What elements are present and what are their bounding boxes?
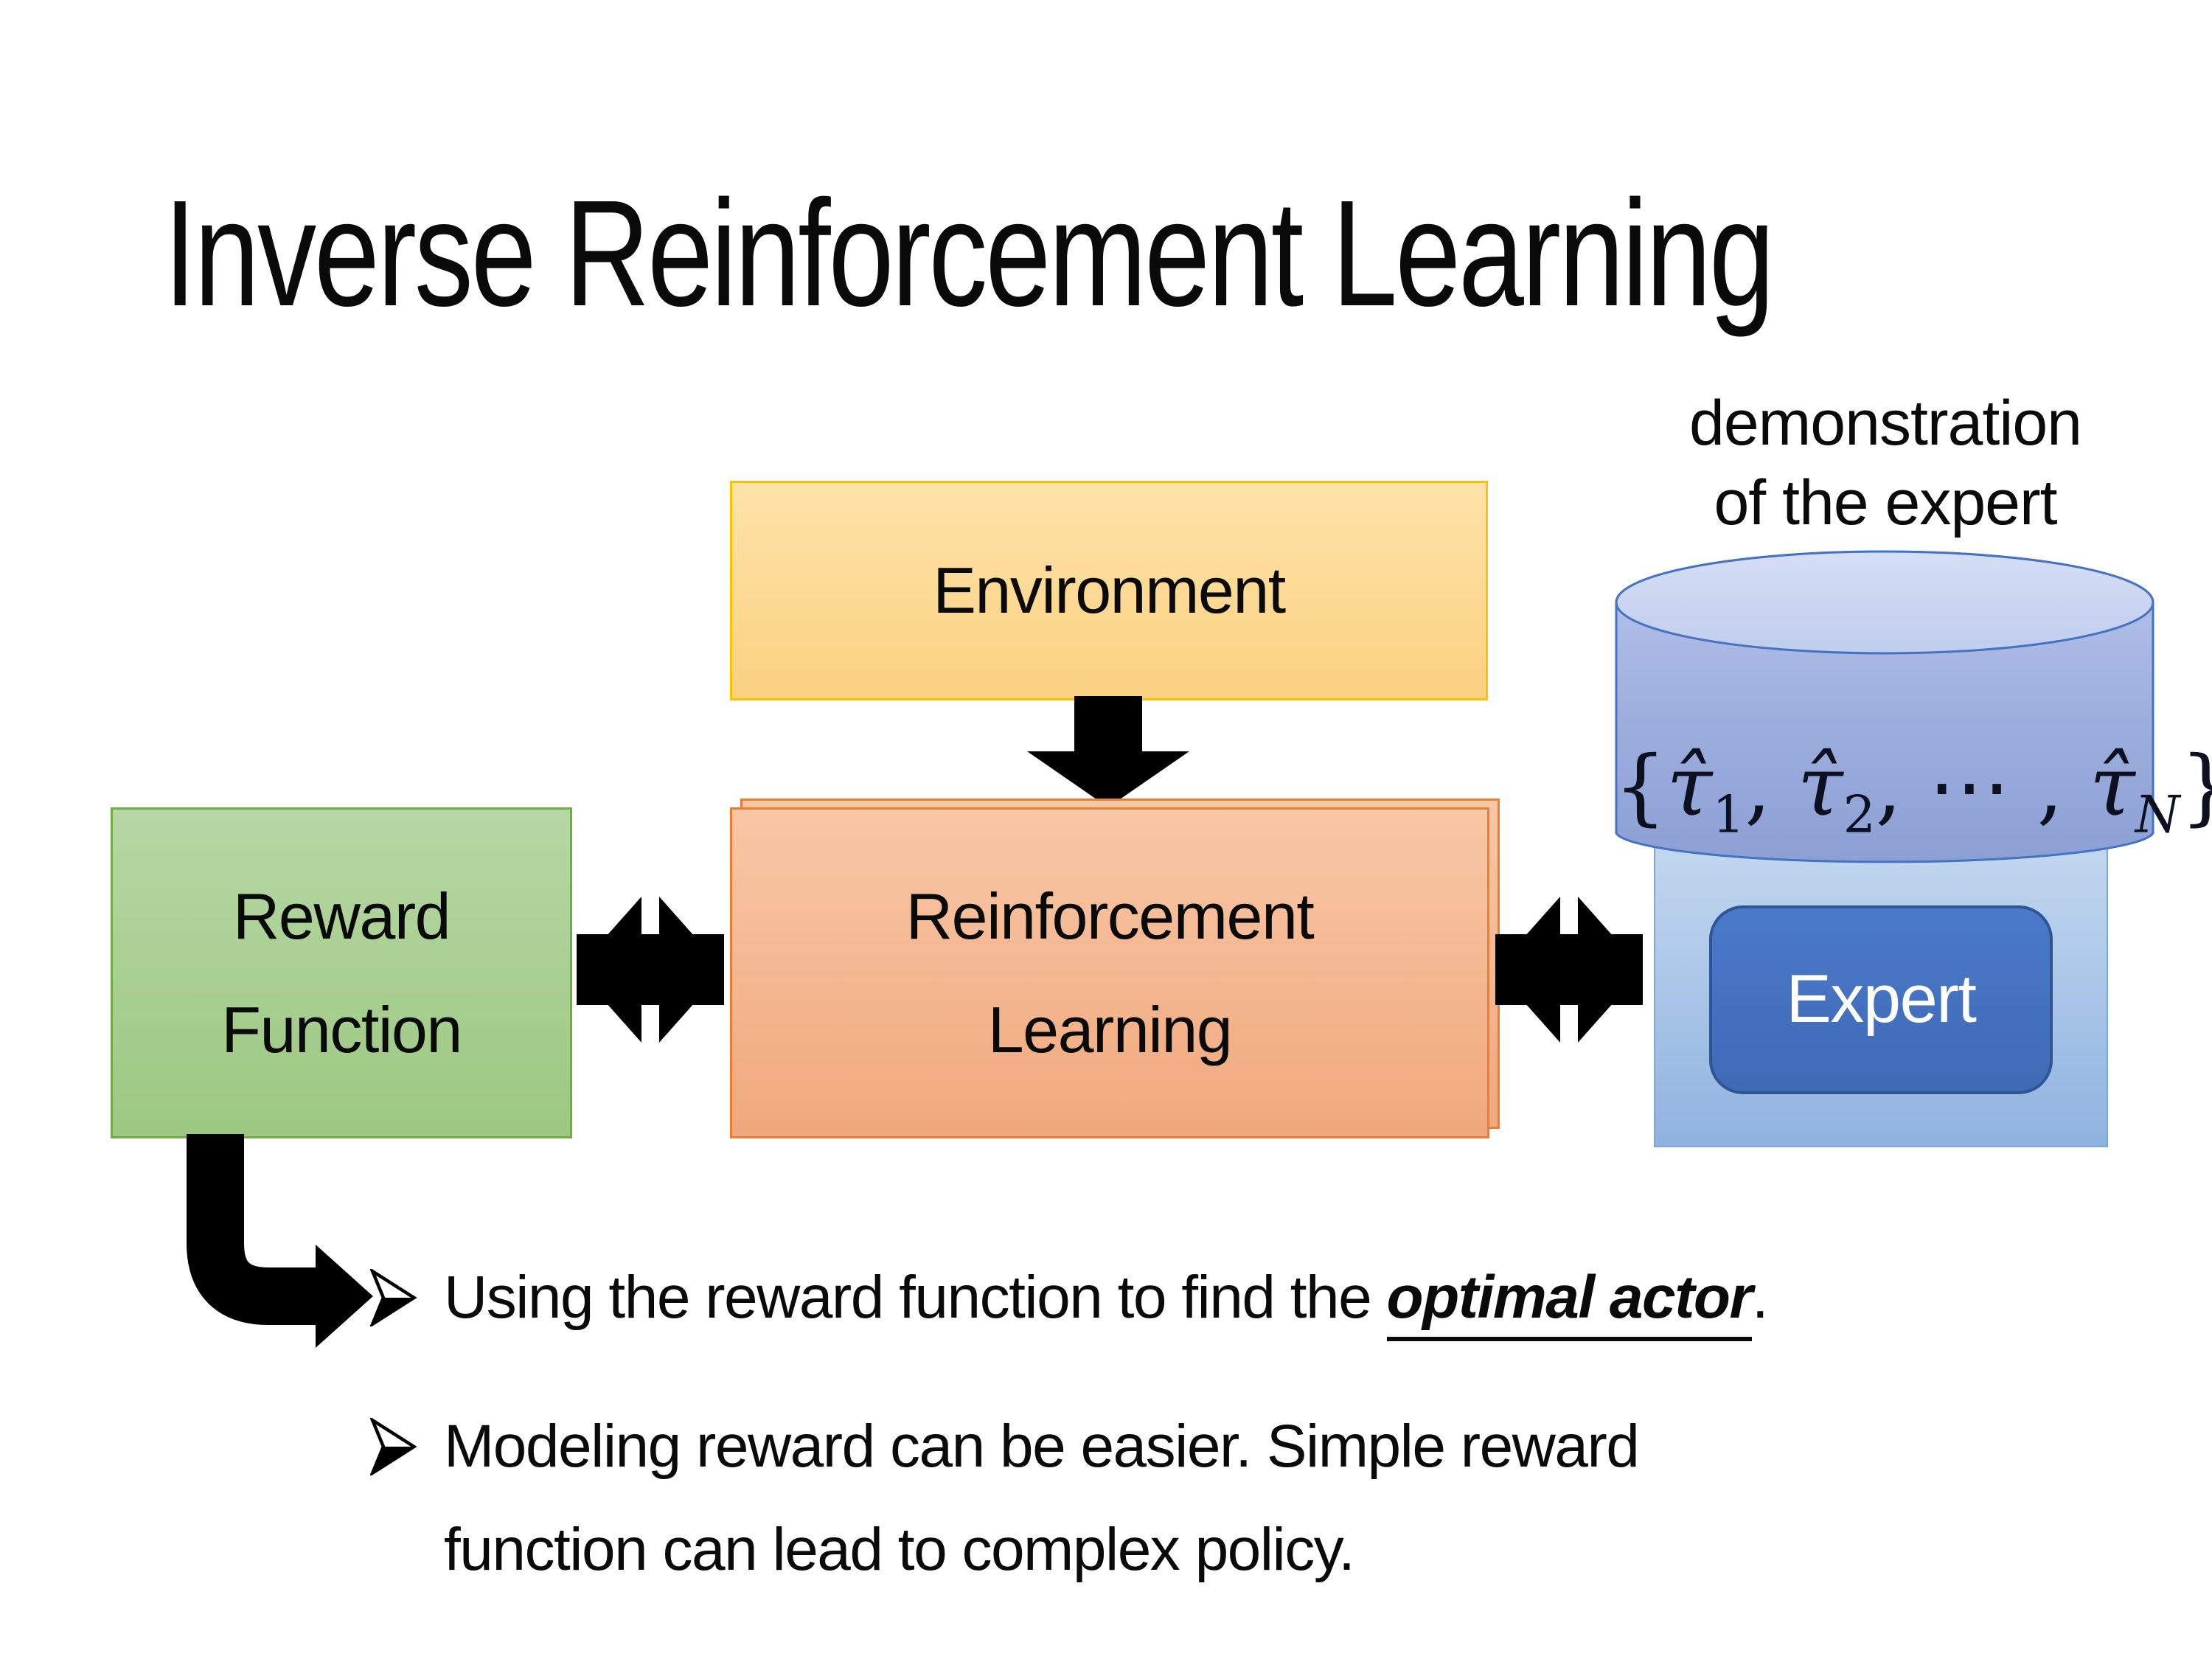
bullet-text-2: Modeling reward can be easier. Simple re… xyxy=(444,1413,1640,1583)
demonstration-database-icon xyxy=(1615,550,2154,863)
bullet-item-1: Using the reward function to find the op… xyxy=(370,1262,1769,1341)
elbow-arrow-icon xyxy=(187,1134,373,1348)
double-arrow-right-icon xyxy=(1495,897,1643,1043)
double-arrow-left-icon xyxy=(577,897,724,1043)
demonstration-label-line2: of the expert xyxy=(1714,467,2057,538)
expert-label: Expert xyxy=(1786,961,1977,1037)
demonstration-label-line1: demonstration xyxy=(1689,388,2082,459)
bullet-arrow-icon xyxy=(370,1269,417,1326)
demonstration-label: demonstration of the expert xyxy=(1614,383,2157,543)
slide-title: Inverse Reinforcement Learning xyxy=(164,169,1775,338)
down-arrow-icon xyxy=(1027,696,1189,807)
environment-label: Environment xyxy=(933,553,1286,627)
bullet-arrow-icon xyxy=(370,1418,417,1475)
bullet-text-1: Using the reward function to find the op… xyxy=(444,1262,1769,1341)
optimal-actor-emphasis: optimal actor xyxy=(1386,1264,1753,1341)
trajectory-set-formula: {τ̂1, τ̂2, ⋯ , τ̂N} xyxy=(1614,739,2212,845)
bullet-item-2: Modeling reward can be easier. Simple re… xyxy=(370,1395,1640,1601)
expert-box: Expert xyxy=(1709,905,2053,1094)
environment-box: Environment xyxy=(730,481,1488,700)
